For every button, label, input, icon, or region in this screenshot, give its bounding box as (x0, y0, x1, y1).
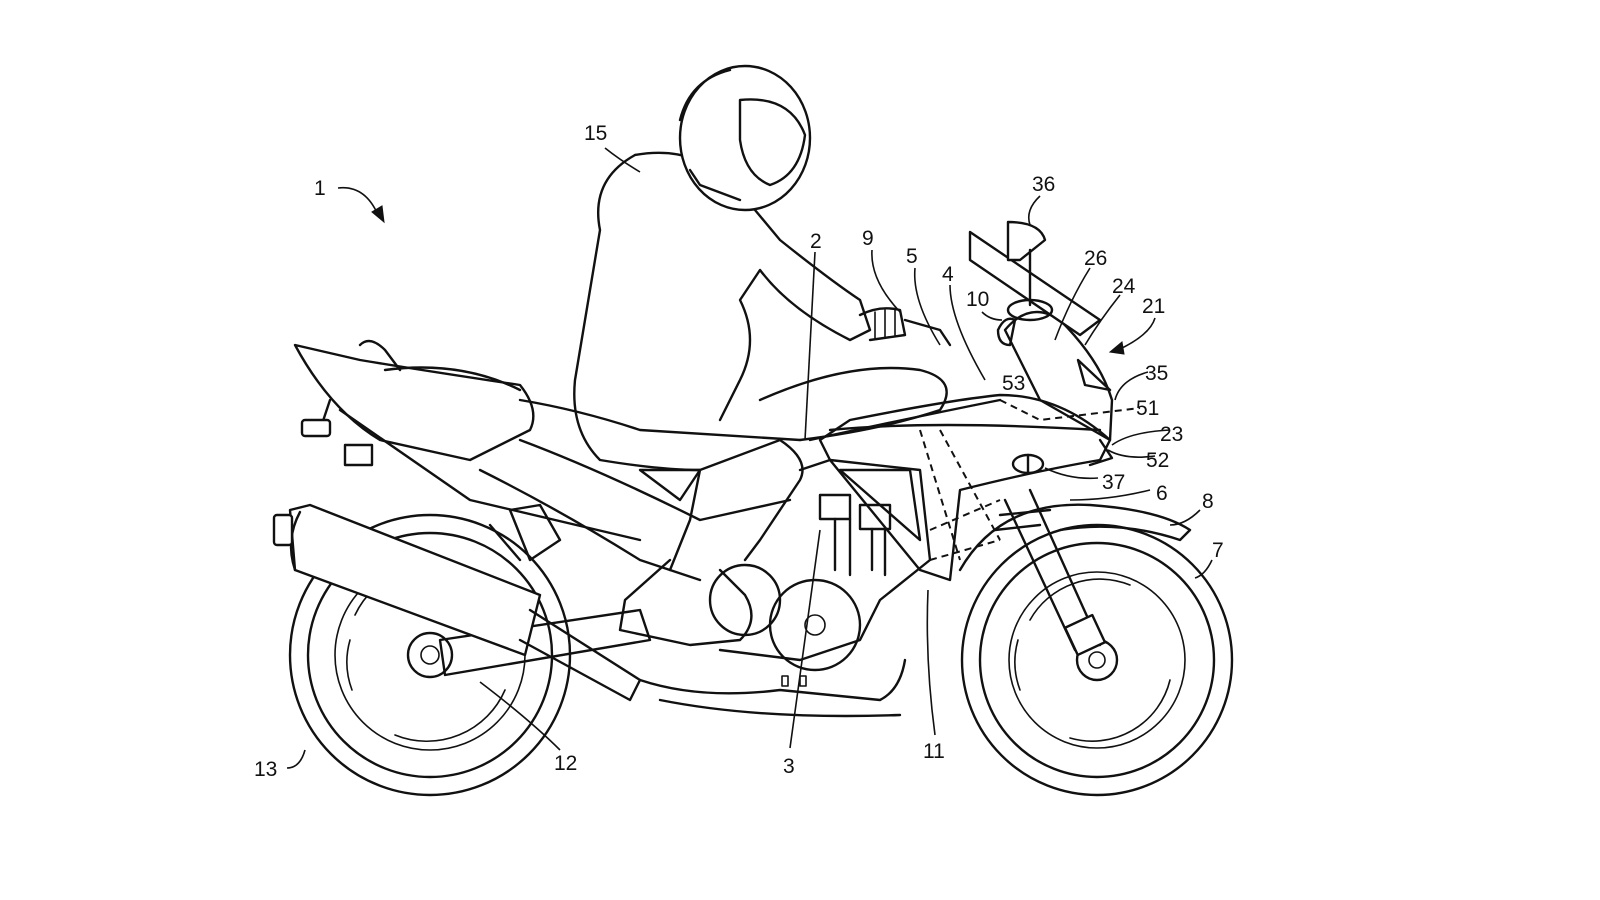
label-23: 23 (1160, 423, 1183, 446)
front-wheel (960, 523, 1234, 797)
label-8: 8 (1202, 490, 1214, 513)
label-52: 52 (1146, 449, 1169, 472)
engine (638, 458, 932, 718)
label-9: 9 (862, 227, 874, 250)
label-7: 7 (1212, 539, 1224, 562)
muffler (272, 503, 642, 702)
label-4: 4 (942, 263, 954, 286)
label-36: 36 (1032, 173, 1055, 196)
front-cowl (818, 220, 1141, 582)
label-21: 21 (1142, 295, 1165, 318)
label-5: 5 (906, 245, 918, 268)
rider (573, 64, 952, 647)
front-fender (958, 503, 1192, 572)
reference-numerals: 1 15 2 9 5 4 36 10 26 24 21 35 53 51 23 … (254, 122, 1224, 781)
label-12: 12 (554, 752, 577, 775)
label-6: 6 (1156, 482, 1168, 505)
label-51: 51 (1136, 397, 1159, 420)
rear-footrest (488, 503, 562, 562)
label-13: 13 (254, 758, 277, 781)
label-15: 15 (584, 122, 607, 145)
label-3: 3 (783, 755, 795, 778)
label-53: 53 (1002, 372, 1025, 395)
front-fork (993, 488, 1107, 657)
frame (478, 366, 1002, 582)
label-24: 24 (1112, 275, 1136, 298)
label-37: 37 (1102, 471, 1125, 494)
label-11: 11 (923, 740, 945, 763)
label-26: 26 (1084, 247, 1107, 270)
label-2: 2 (810, 230, 822, 253)
rear-body (293, 339, 802, 542)
label-10: 10 (966, 288, 989, 311)
leader-lines (286, 147, 1213, 769)
label-1: 1 (314, 177, 326, 200)
swing-arm (438, 608, 652, 677)
label-35: 35 (1145, 362, 1168, 385)
